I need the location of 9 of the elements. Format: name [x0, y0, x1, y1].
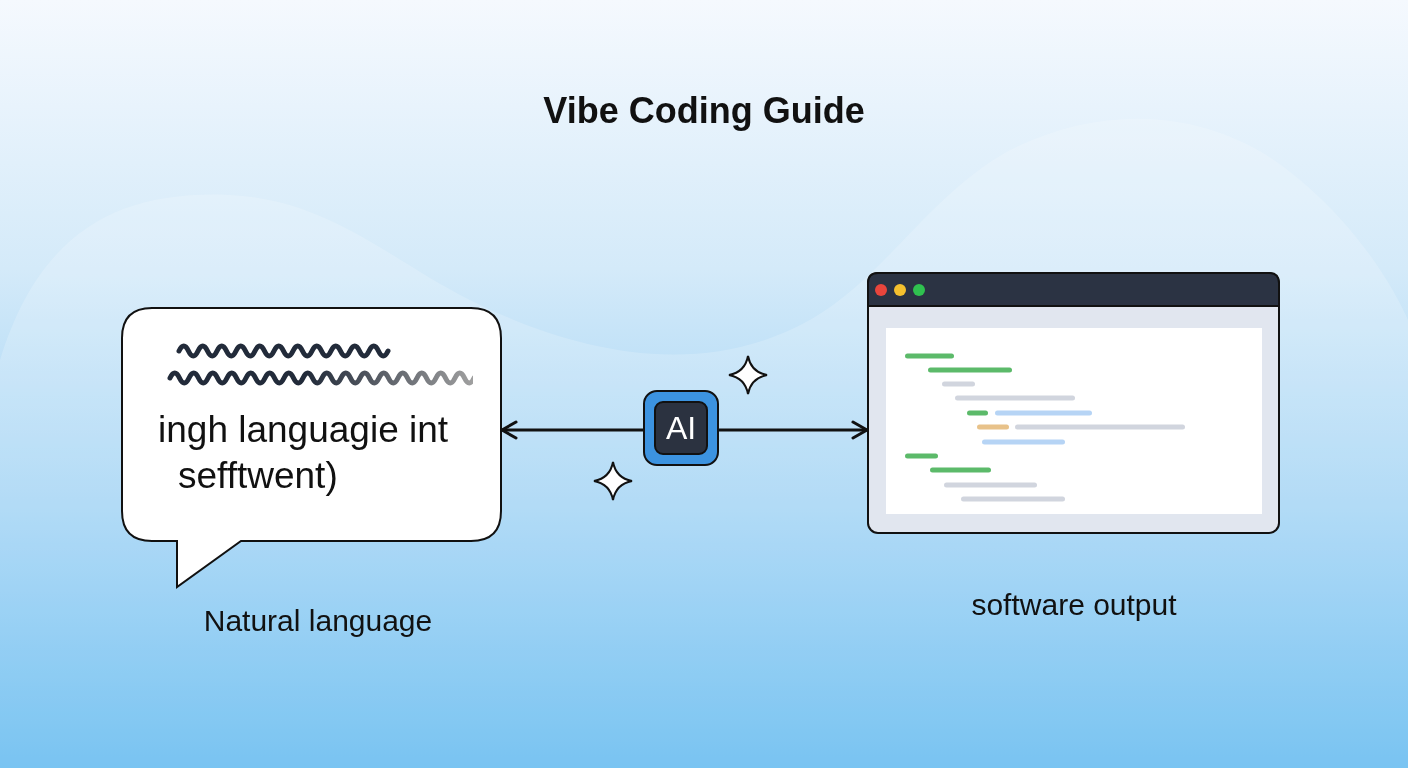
chip-label: AI — [654, 401, 708, 455]
ai-chip — [643, 390, 719, 466]
speech-bubble — [121, 307, 502, 589]
bubble-text: ingh languagie int sefftwent) — [158, 408, 450, 498]
node-caption: Natural language — [202, 604, 434, 638]
title: Vibe Coding Guide — [542, 90, 866, 132]
arrow — [719, 420, 869, 440]
code-window-drawing — [867, 272, 1280, 534]
node-caption: software output — [970, 588, 1178, 622]
